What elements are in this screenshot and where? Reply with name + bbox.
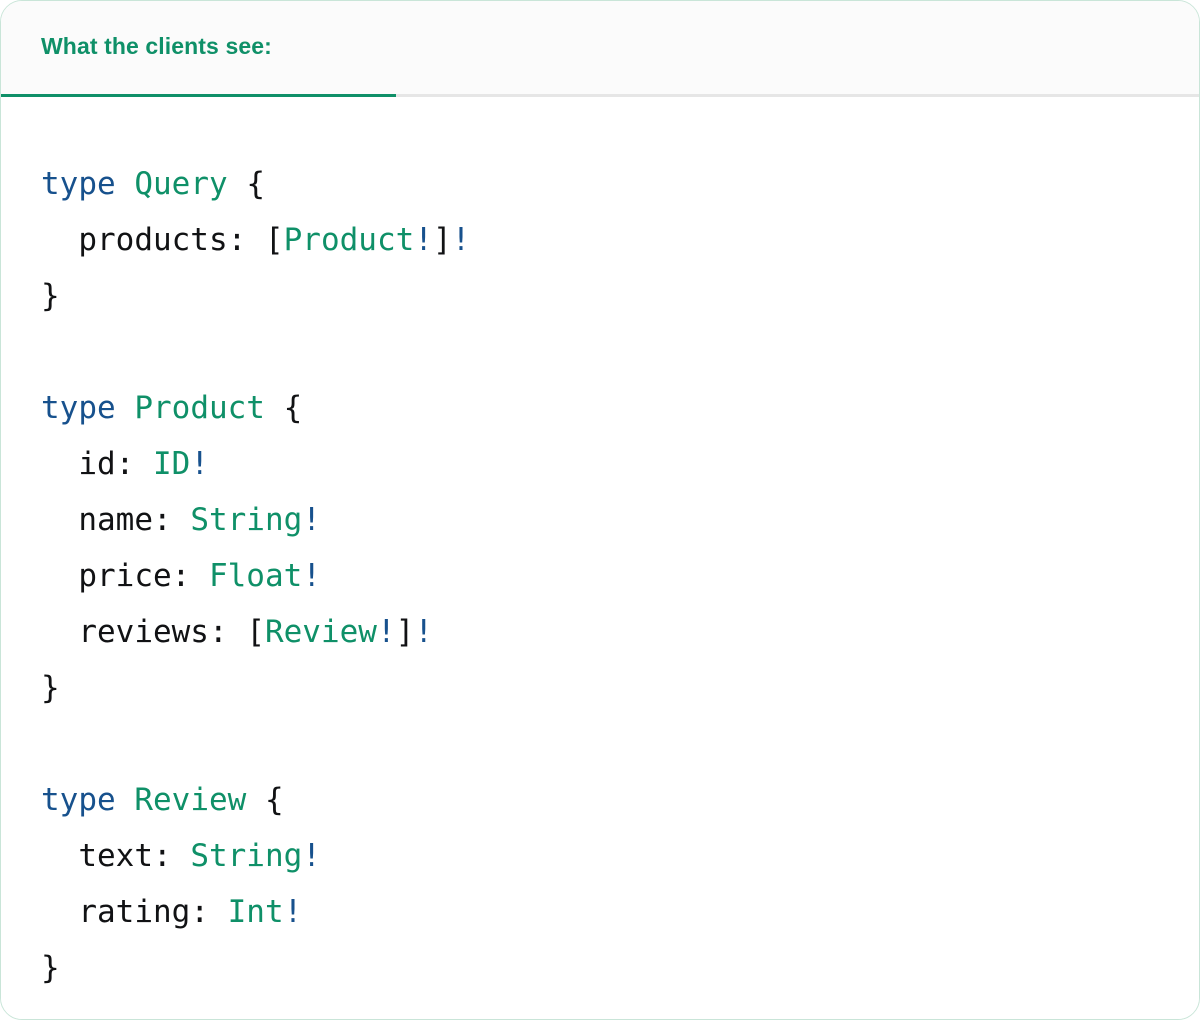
code-token-punct: } bbox=[41, 950, 60, 986]
code-token-field: name bbox=[78, 502, 153, 538]
code-token-type: Review bbox=[264, 614, 377, 650]
code-token-punct: } bbox=[41, 278, 60, 314]
code-token-field: rating bbox=[78, 894, 191, 930]
code-token-type: Float bbox=[208, 558, 303, 594]
code-line: type Review { bbox=[41, 772, 1199, 828]
code-token-keyword: type bbox=[41, 782, 116, 818]
code-token-field: products bbox=[78, 222, 228, 258]
code-token-bang: ! bbox=[283, 894, 303, 930]
graphql-schema-code: type Query { products: [Product!]!} type… bbox=[41, 156, 1199, 996]
code-token-keyword: type bbox=[41, 166, 116, 202]
code-token-type: Int bbox=[227, 894, 284, 930]
code-token-bang: ! bbox=[302, 558, 321, 594]
page-title: What the clients see: bbox=[41, 33, 272, 59]
code-line: rating: Int! bbox=[41, 884, 1199, 940]
code-token-type: Product bbox=[283, 222, 415, 258]
code-token-bang: ! bbox=[376, 614, 396, 650]
code-token-punct: : bbox=[171, 558, 209, 594]
code-token-plain bbox=[41, 446, 78, 482]
header-active-underline bbox=[1, 94, 396, 97]
code-token-plain bbox=[41, 222, 78, 258]
code-line bbox=[41, 716, 1199, 772]
code-token-bang: ! bbox=[451, 222, 471, 258]
code-line: name: String! bbox=[41, 492, 1199, 548]
code-area: type Query { products: [Product!]!} type… bbox=[1, 97, 1199, 1019]
code-token-plain bbox=[41, 614, 78, 650]
code-token-typename: Review bbox=[134, 782, 247, 818]
code-line: } bbox=[41, 660, 1199, 716]
code-token-bang: ! bbox=[414, 222, 433, 258]
code-token-field: reviews bbox=[78, 614, 209, 650]
code-token-punct: : bbox=[115, 446, 153, 482]
code-token-type: String bbox=[190, 502, 303, 538]
code-token-plain bbox=[265, 390, 284, 426]
code-token-plain bbox=[41, 838, 78, 874]
code-line: } bbox=[41, 268, 1199, 324]
code-token-plain bbox=[116, 782, 135, 818]
code-token-punct: ] bbox=[432, 222, 452, 258]
code-token-type: ID bbox=[152, 446, 191, 482]
code-token-punct: : bbox=[208, 614, 247, 650]
code-token-punct: : bbox=[190, 894, 228, 930]
code-token-bang: ! bbox=[190, 446, 209, 482]
code-token-punct: { bbox=[264, 782, 284, 818]
code-line: type Product { bbox=[41, 380, 1199, 436]
code-token-punct: [ bbox=[246, 614, 265, 650]
code-token-punct: } bbox=[41, 670, 60, 706]
code-token-plain bbox=[41, 894, 78, 930]
code-line: price: Float! bbox=[41, 548, 1199, 604]
code-token-punct: : bbox=[152, 838, 191, 874]
code-line: products: [Product!]! bbox=[41, 212, 1199, 268]
code-line: text: String! bbox=[41, 828, 1199, 884]
code-line: id: ID! bbox=[41, 436, 1199, 492]
code-token-typename: Query bbox=[134, 166, 228, 202]
code-token-plain bbox=[246, 782, 265, 818]
card-header: What the clients see: bbox=[1, 1, 1199, 97]
code-line: reviews: [Review!]! bbox=[41, 604, 1199, 660]
code-line bbox=[41, 324, 1199, 380]
code-token-plain bbox=[41, 558, 78, 594]
code-token-punct: [ bbox=[264, 222, 284, 258]
code-token-field: text bbox=[78, 838, 153, 874]
code-token-keyword: type bbox=[41, 390, 116, 426]
code-token-bang: ! bbox=[414, 614, 433, 650]
code-token-plain bbox=[41, 502, 78, 538]
code-token-punct: ] bbox=[395, 614, 415, 650]
code-token-field: price bbox=[78, 558, 172, 594]
code-token-plain bbox=[228, 166, 247, 202]
code-line: type Query { bbox=[41, 156, 1199, 212]
code-token-punct: { bbox=[246, 166, 265, 202]
code-token-punct: : bbox=[152, 502, 191, 538]
code-token-typename: Product bbox=[134, 390, 265, 426]
code-token-plain bbox=[116, 390, 135, 426]
code-lines-container: type Query { products: [Product!]!} type… bbox=[41, 156, 1199, 996]
code-token-bang: ! bbox=[302, 502, 321, 538]
code-token-type: String bbox=[190, 838, 303, 874]
code-line: } bbox=[41, 940, 1199, 996]
code-token-punct: { bbox=[283, 390, 303, 426]
code-token-punct: : bbox=[227, 222, 265, 258]
code-token-plain bbox=[116, 166, 135, 202]
code-token-field: id bbox=[78, 446, 116, 482]
code-token-bang: ! bbox=[302, 838, 321, 874]
